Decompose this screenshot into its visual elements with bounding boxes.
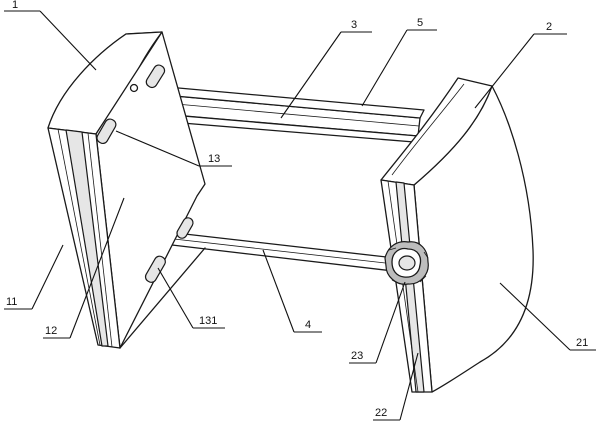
knob: [384, 241, 429, 285]
lower-rod: [171, 232, 396, 272]
label-21: 21: [576, 337, 588, 349]
upper-rods: [120, 83, 425, 143]
right-end-panel: [380, 77, 534, 393]
left-end-panel: [47, 31, 206, 349]
label-1: 1: [12, 0, 18, 11]
label-131: 131: [199, 315, 217, 327]
label-11: 11: [6, 296, 17, 308]
label-12: 12: [45, 325, 57, 337]
label-4: 4: [305, 319, 311, 331]
label-22: 22: [375, 407, 387, 419]
label-5: 5: [417, 17, 423, 29]
label-23: 23: [351, 350, 363, 362]
reference-labels: 1 2 3 5 13 11 12 131 4 23 22 21: [6, 0, 588, 419]
leader-lines: [4, 10, 596, 421]
label-13: 13: [208, 153, 220, 165]
label-2: 2: [546, 21, 552, 33]
label-3: 3: [351, 19, 357, 31]
